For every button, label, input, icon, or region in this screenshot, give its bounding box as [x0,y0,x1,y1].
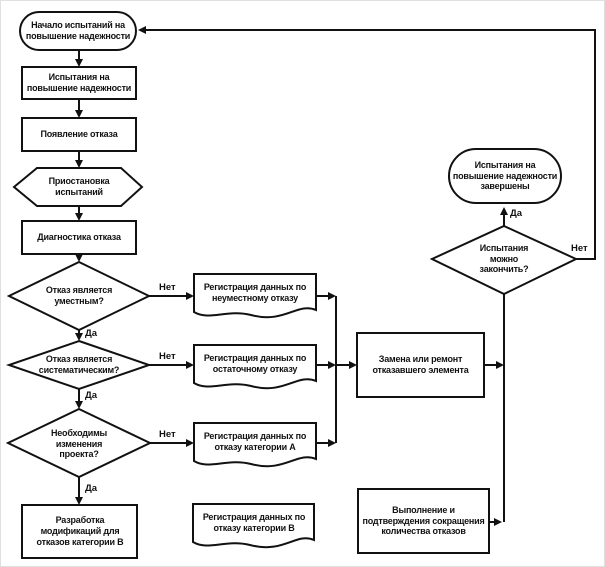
replace-process-shape [356,332,485,398]
doc-residual-shape [193,344,317,390]
diagnostics-process-shape [21,220,137,255]
decision-finish-shape [429,224,579,296]
decision-systematic-shape [5,339,153,391]
arrow-heads [75,26,508,526]
decision-changes-shape [5,407,153,479]
confirm-process-shape [357,488,490,554]
doc-category-a-shape [193,422,317,468]
decision-relevant-shape [6,260,152,332]
doc-irrelevant-shape [193,273,317,319]
pause-preparation-shape [12,167,144,207]
connectors [78,29,596,523]
test-process-shape [21,66,137,100]
start-terminator-shape [19,11,137,51]
done-terminator-shape [448,148,562,204]
doc-category-b-shape [192,503,315,549]
failure-process-shape [21,117,137,152]
develop-process-shape [21,504,138,559]
